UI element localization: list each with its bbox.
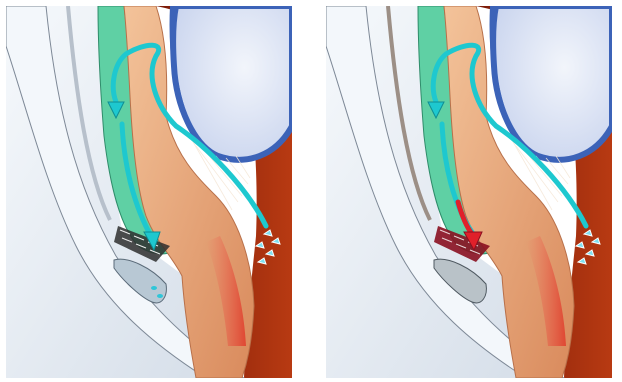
panel-blocked-drainage [326,6,612,378]
eye-angle-illustration-blocked [326,6,612,378]
panel-normal-drainage [6,6,292,378]
eye-angle-illustration-normal [6,6,292,378]
